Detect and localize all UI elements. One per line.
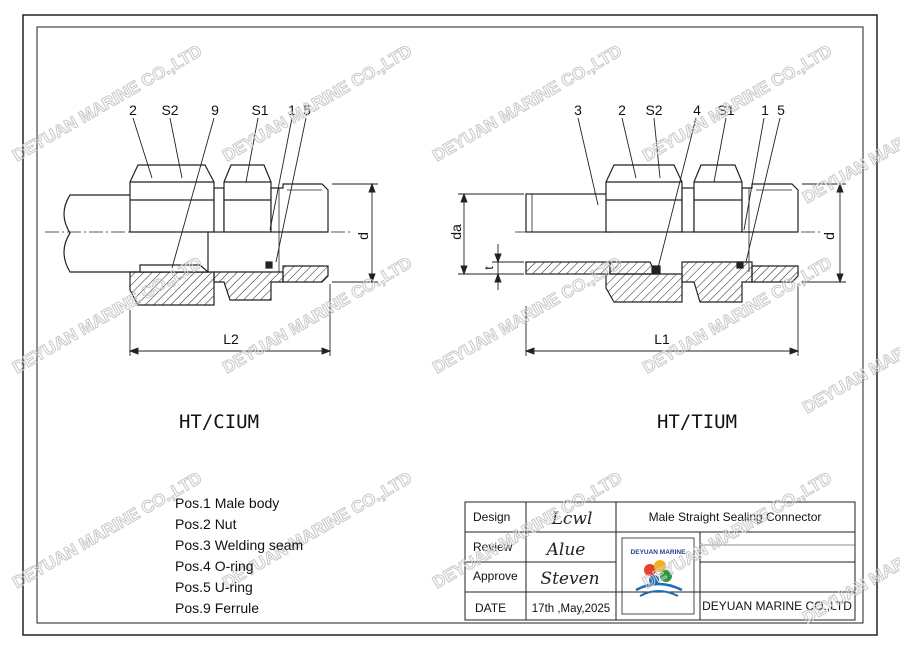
dim-t-label: t [482, 266, 496, 270]
tb-date-value: 17th ,May,2025 [532, 603, 610, 615]
u-ring-5 [265, 261, 273, 269]
watermark-stamp: DEYUAN MARINE CO.,LTD [219, 41, 415, 165]
watermark-stamp: DEYUAN MARINE CO.,LTD [639, 468, 835, 592]
tb-label-review: Review [473, 540, 513, 554]
label-left-5: 5 [303, 102, 311, 118]
body-hex-s1-right [693, 164, 743, 233]
nut-2-right [605, 164, 683, 233]
watermark-stamp: DEYUAN MARINE CO.,LTD [799, 83, 900, 207]
label-left-s1: S1 [251, 102, 268, 118]
label-left-9: 9 [211, 102, 219, 118]
inner-frame [36, 26, 864, 624]
label-left-s2: S2 [161, 102, 178, 118]
tb-label-design: Design [473, 510, 510, 524]
leaders-right [577, 117, 781, 269]
caption-ht-tium: HT/TIUM [657, 411, 737, 433]
watermark-stamp: DEYUAN MARINE CO.,LTD [429, 41, 625, 165]
label-right-2: 2 [618, 102, 626, 118]
signature-review: Alue [545, 540, 586, 560]
tb-label-approve: Approve [473, 569, 518, 583]
logo-text: DEYUAN MARINE [631, 549, 687, 556]
watermark-stamp: DEYUAN MARINE CO.,LTD [799, 293, 900, 417]
drawing-ht-cium [63, 164, 329, 306]
company-logo: DEYUAN MARINE [631, 549, 687, 597]
legend-item: Pos.9 Ferrule [175, 600, 260, 616]
dim-l1-label: L1 [654, 331, 670, 347]
leaders-left [132, 117, 307, 269]
signature-approve: Steven [540, 569, 599, 589]
weld-stub-3 [525, 193, 611, 233]
tb-product-name: Male Straight Sealing Connector [649, 510, 822, 524]
legend-item: Pos.3 Welding seam [175, 537, 304, 553]
tb-label-date: DATE [475, 601, 506, 615]
watermark-stamp: DEYUAN MARINE CO.,LTD [639, 41, 835, 165]
signature-design: Lcwl [551, 509, 593, 529]
label-right-4: 4 [693, 102, 701, 118]
outer-frame [22, 14, 878, 636]
label-left-1: 1 [288, 102, 296, 118]
dim-da-label: da [448, 224, 464, 240]
label-right-s1: S1 [717, 102, 734, 118]
legend-item: Pos.1 Male body [175, 495, 280, 511]
parts-legend: Pos.1 Male body Pos.2 Nut Pos.3 Welding … [175, 493, 303, 619]
legend-item: Pos.5 U-ring [175, 579, 253, 595]
o-ring-4 [651, 265, 661, 274]
male-thread [270, 183, 329, 233]
label-right-3: 3 [574, 102, 582, 118]
nut-2 [129, 164, 215, 233]
dimensions-left [128, 182, 378, 356]
label-left-2: 2 [129, 102, 137, 118]
label-right-5: 5 [777, 102, 785, 118]
dim-d-left-label: d [355, 232, 371, 240]
body-section [213, 271, 284, 301]
legend-item: Pos.2 Nut [175, 516, 237, 532]
label-right-s2: S2 [645, 102, 662, 118]
dim-d-right-label: d [821, 232, 837, 240]
legend-item: Pos.4 O-ring [175, 558, 254, 574]
tb-company: DEYUAN MARINE CO.,LTD [702, 599, 852, 613]
caption-ht-cium: HT/CIUM [179, 411, 259, 433]
dimensions-right [458, 182, 846, 356]
dim-l2-label: L2 [223, 331, 239, 347]
u-ring-5-right [736, 261, 744, 269]
label-right-1: 1 [761, 102, 769, 118]
